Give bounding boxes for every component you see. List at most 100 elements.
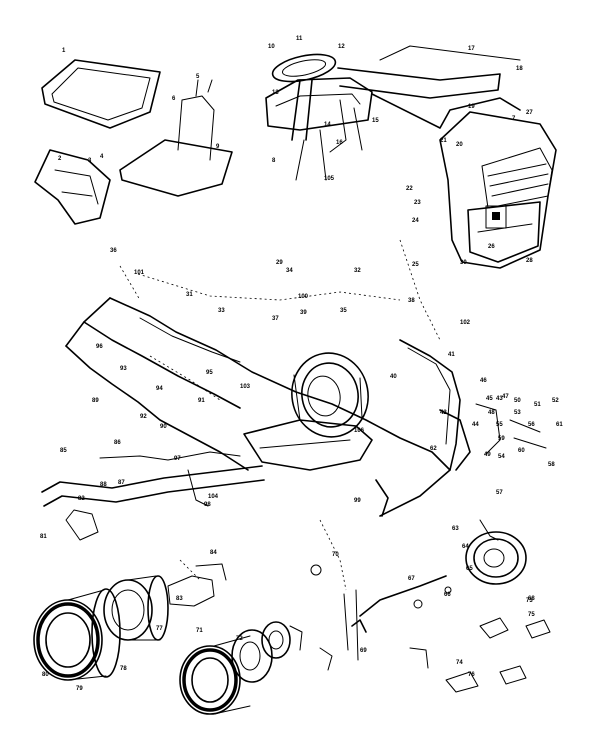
callout-47: 47 <box>502 394 509 400</box>
callout-61: 61 <box>556 422 563 428</box>
callout-93: 93 <box>120 366 127 372</box>
callout-86: 86 <box>114 440 121 446</box>
callout-77: 77 <box>156 626 163 632</box>
callout-5: 5 <box>196 74 200 80</box>
callout-106: 106 <box>354 428 365 434</box>
callout-44: 44 <box>472 422 479 428</box>
callout-59: 59 <box>498 436 505 442</box>
hood-grille <box>439 111 557 269</box>
callout-33: 33 <box>218 308 225 314</box>
callout-29: 29 <box>276 260 283 266</box>
callout-79: 79 <box>76 686 83 692</box>
rear-wheel-center <box>291 352 369 438</box>
callout-12: 12 <box>338 44 345 50</box>
callout-72: 72 <box>236 636 243 642</box>
callout-6: 6 <box>172 96 176 102</box>
callout-4: 4 <box>100 154 104 160</box>
callout-81: 81 <box>40 534 47 540</box>
callout-8: 8 <box>272 158 276 164</box>
callout-2: 2 <box>58 156 62 162</box>
callout-24: 24 <box>412 218 419 224</box>
callout-103: 103 <box>240 384 251 390</box>
callout-21: 21 <box>440 138 447 144</box>
callout-89: 89 <box>92 398 99 404</box>
callout-17: 17 <box>468 46 475 52</box>
callout-52: 52 <box>552 398 559 404</box>
callout-94: 94 <box>156 386 163 392</box>
callout-65: 65 <box>466 566 473 572</box>
callout-88: 88 <box>100 482 107 488</box>
callout-83: 83 <box>176 596 183 602</box>
dash-console <box>265 77 373 181</box>
callout-13: 13 <box>272 90 279 96</box>
callout-37: 37 <box>272 316 279 322</box>
seat-pad <box>41 59 161 129</box>
callout-98: 98 <box>204 502 211 508</box>
callout-96: 96 <box>96 344 103 350</box>
callout-3: 3 <box>88 158 92 164</box>
callout-25: 25 <box>412 262 419 268</box>
callout-92: 92 <box>140 414 147 420</box>
callout-39: 39 <box>300 310 307 316</box>
callout-74: 74 <box>456 660 463 666</box>
callout-42: 42 <box>440 410 447 416</box>
callout-56: 56 <box>528 422 535 428</box>
callout-53: 53 <box>514 410 521 416</box>
callout-64: 64 <box>462 544 469 550</box>
callout-57: 57 <box>496 490 503 496</box>
callout-104: 104 <box>208 494 219 500</box>
callout-54: 54 <box>498 454 505 460</box>
front-tire-center <box>179 635 251 715</box>
callout-34: 34 <box>286 268 293 274</box>
callout-75: 75 <box>528 612 535 618</box>
callout-36: 36 <box>110 248 117 254</box>
leader-lines <box>119 239 441 591</box>
front-wheel-right <box>465 519 527 585</box>
callout-50: 50 <box>514 398 521 404</box>
callout-73: 73 <box>526 598 533 604</box>
rear-linkage <box>243 403 547 471</box>
callout-97: 97 <box>174 456 181 462</box>
callout-60: 60 <box>518 448 525 454</box>
callout-68: 68 <box>528 596 535 602</box>
callout-30: 30 <box>460 260 467 266</box>
callout-67: 67 <box>408 576 415 582</box>
callout-91: 91 <box>198 398 205 404</box>
seat-spring-bracket <box>34 149 111 225</box>
callout-28: 28 <box>526 258 533 264</box>
callout-16: 16 <box>336 140 343 146</box>
callout-87: 87 <box>118 480 125 486</box>
callout-51: 51 <box>534 402 541 408</box>
callout-9: 9 <box>216 144 220 150</box>
callout-7: 7 <box>512 116 516 122</box>
callout-46: 46 <box>480 378 487 384</box>
front-tire-left <box>33 588 121 681</box>
callout-49: 49 <box>484 452 491 458</box>
callout-1: 1 <box>62 48 66 54</box>
callout-102: 102 <box>460 320 471 326</box>
callout-43: 43 <box>496 396 503 402</box>
callout-82: 82 <box>78 496 85 502</box>
callout-11: 11 <box>296 36 303 42</box>
callout-66: 66 <box>444 592 451 598</box>
callout-78: 78 <box>120 666 127 672</box>
callout-100: 100 <box>298 294 309 300</box>
callout-labels: 1 2 3 4 5 6 7 8 9 10 11 12 13 14 15 16 1… <box>40 36 563 692</box>
callout-45: 45 <box>486 396 493 402</box>
callout-84: 84 <box>210 550 217 556</box>
callout-10: 10 <box>268 44 275 50</box>
spindle-left <box>167 563 227 607</box>
callout-40: 40 <box>390 374 397 380</box>
callout-18: 18 <box>516 66 523 72</box>
callout-22: 22 <box>406 186 413 192</box>
front-axle <box>41 451 265 541</box>
callout-101: 101 <box>134 270 145 276</box>
callout-35: 35 <box>340 308 347 314</box>
callout-76: 76 <box>468 672 475 678</box>
callout-41: 41 <box>448 352 455 358</box>
front-rim-left <box>103 575 169 641</box>
callout-15: 15 <box>372 118 379 124</box>
callout-32: 32 <box>354 268 361 274</box>
